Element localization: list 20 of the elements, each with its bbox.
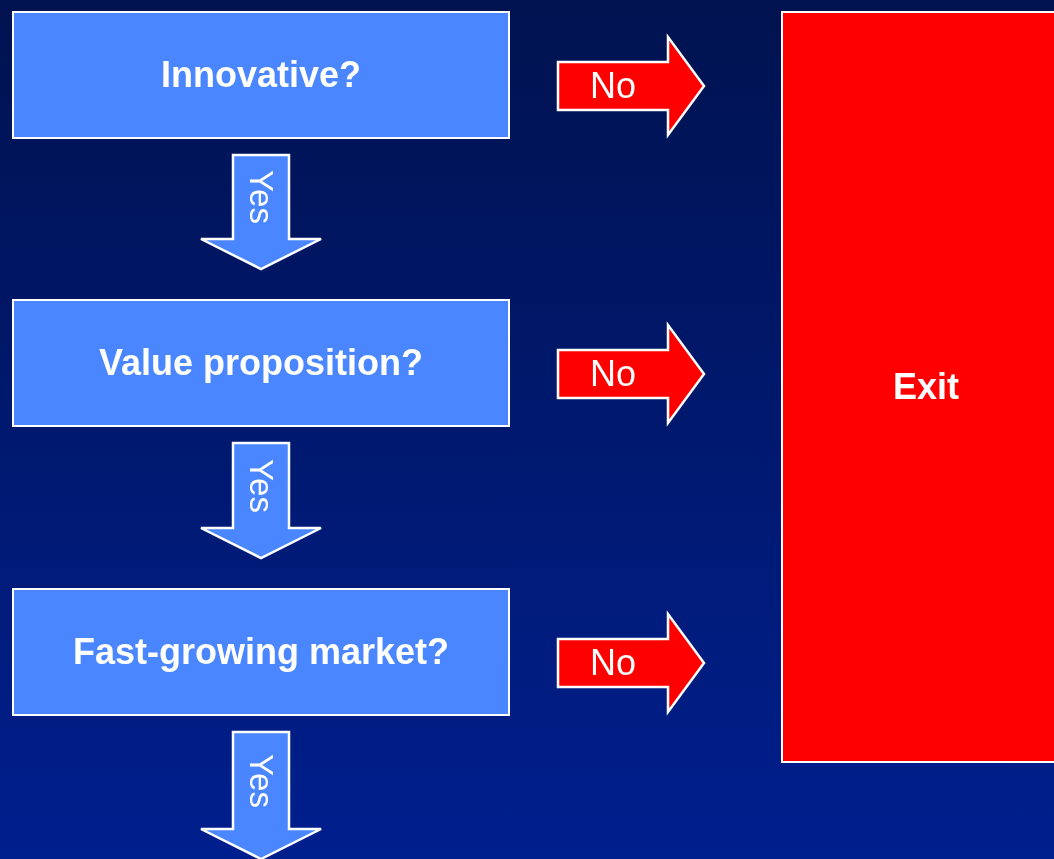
edge-label: Yes <box>244 458 278 513</box>
block-arrow <box>199 441 323 560</box>
exit-label: Exit <box>893 366 959 408</box>
block-arrow <box>199 730 323 859</box>
question-text: Value proposition? <box>99 342 423 384</box>
block-arrow <box>556 33 706 139</box>
block-arrow <box>556 321 706 427</box>
block-arrow <box>556 610 706 716</box>
question-text: Fast-growing market? <box>72 631 450 673</box>
edge-label: Yes <box>244 170 278 224</box>
exit-box <box>781 11 1054 763</box>
edge-label: No <box>590 645 636 681</box>
edge-label: Yes <box>244 753 278 808</box>
question-box <box>12 299 510 427</box>
question-box <box>12 11 510 139</box>
question-text: Innovative? <box>160 54 361 96</box>
edge-label: No <box>590 356 636 392</box>
block-arrow <box>199 153 323 271</box>
question-box <box>12 588 510 716</box>
edge-label: No <box>590 68 636 104</box>
